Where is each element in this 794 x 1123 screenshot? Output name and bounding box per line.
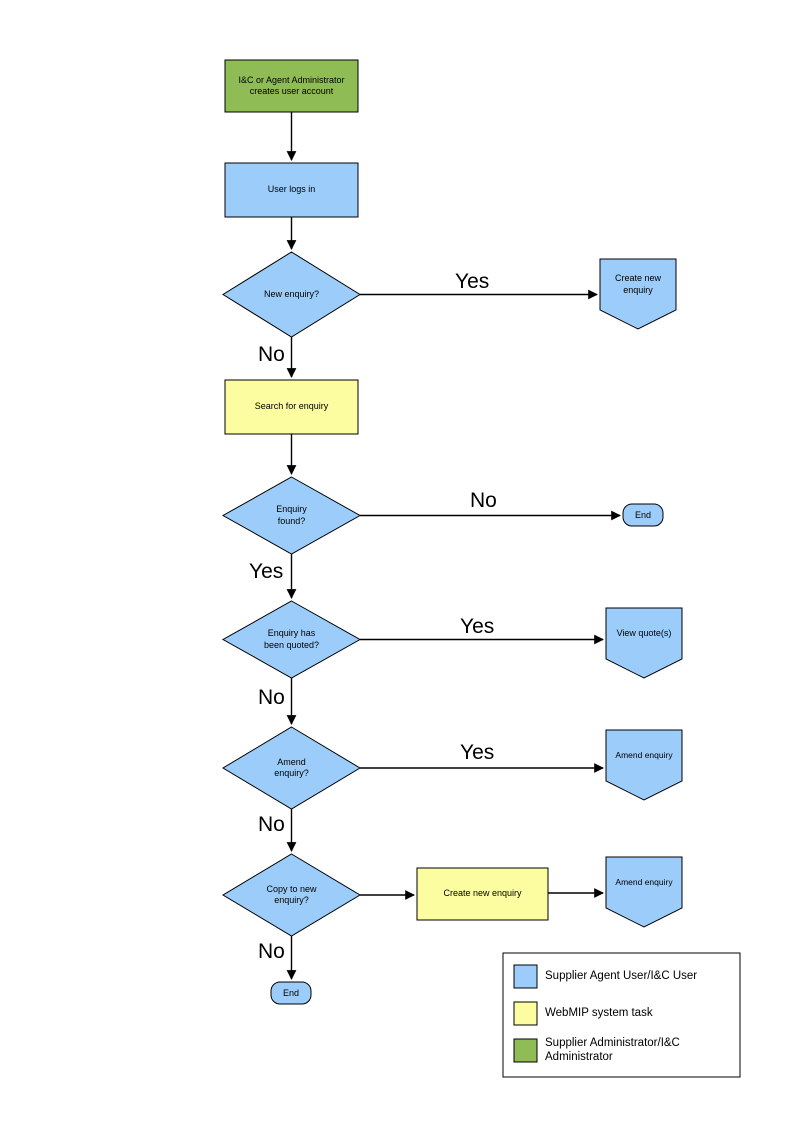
legend-label-user: Supplier Agent User/I&C User <box>545 970 698 982</box>
edge-label-amend-no: No <box>258 813 285 836</box>
edge-label-quoted-yes: Yes <box>460 615 495 638</box>
legend-swatch-system <box>513 1001 538 1026</box>
node-user-logs-in[interactable] <box>224 162 359 218</box>
legend-swatch-admin <box>513 1038 538 1063</box>
node-create-new-enquiry-top[interactable] <box>599 258 677 330</box>
node-amend-enquiry-action-2[interactable] <box>605 856 683 928</box>
edge-label-enquiry-found-yes: Yes <box>249 560 284 583</box>
edge-label-new-enquiry-no: No <box>258 343 285 366</box>
node-label-end-not-found: End <box>634 510 651 520</box>
node-search-for-enquiry[interactable] <box>224 379 359 435</box>
edge-label-copy-no: No <box>258 940 285 963</box>
node-create-new-enquiry-bottom[interactable] <box>416 867 549 921</box>
node-admin-creates-account[interactable] <box>224 59 359 113</box>
node-end-final[interactable] <box>270 981 312 1005</box>
node-end-not-found[interactable] <box>622 503 664 527</box>
legend-label-admin: Supplier Administrator/I&C Administrator <box>545 1037 680 1064</box>
edge-label-amend-yes: Yes <box>460 741 495 764</box>
edge-label-quoted-no: No <box>258 686 285 709</box>
node-amend-enquiry-action[interactable] <box>605 729 683 801</box>
node-label-end-final: End <box>282 988 299 998</box>
edge-label-enquiry-found-no: No <box>470 489 497 512</box>
legend-swatch-user <box>513 964 538 989</box>
legend-box <box>502 952 741 1078</box>
node-view-quotes[interactable] <box>605 607 683 679</box>
edge-label-new-enquiry-yes: Yes <box>455 270 490 293</box>
legend-label-system: WebMIP system task <box>545 1007 653 1019</box>
